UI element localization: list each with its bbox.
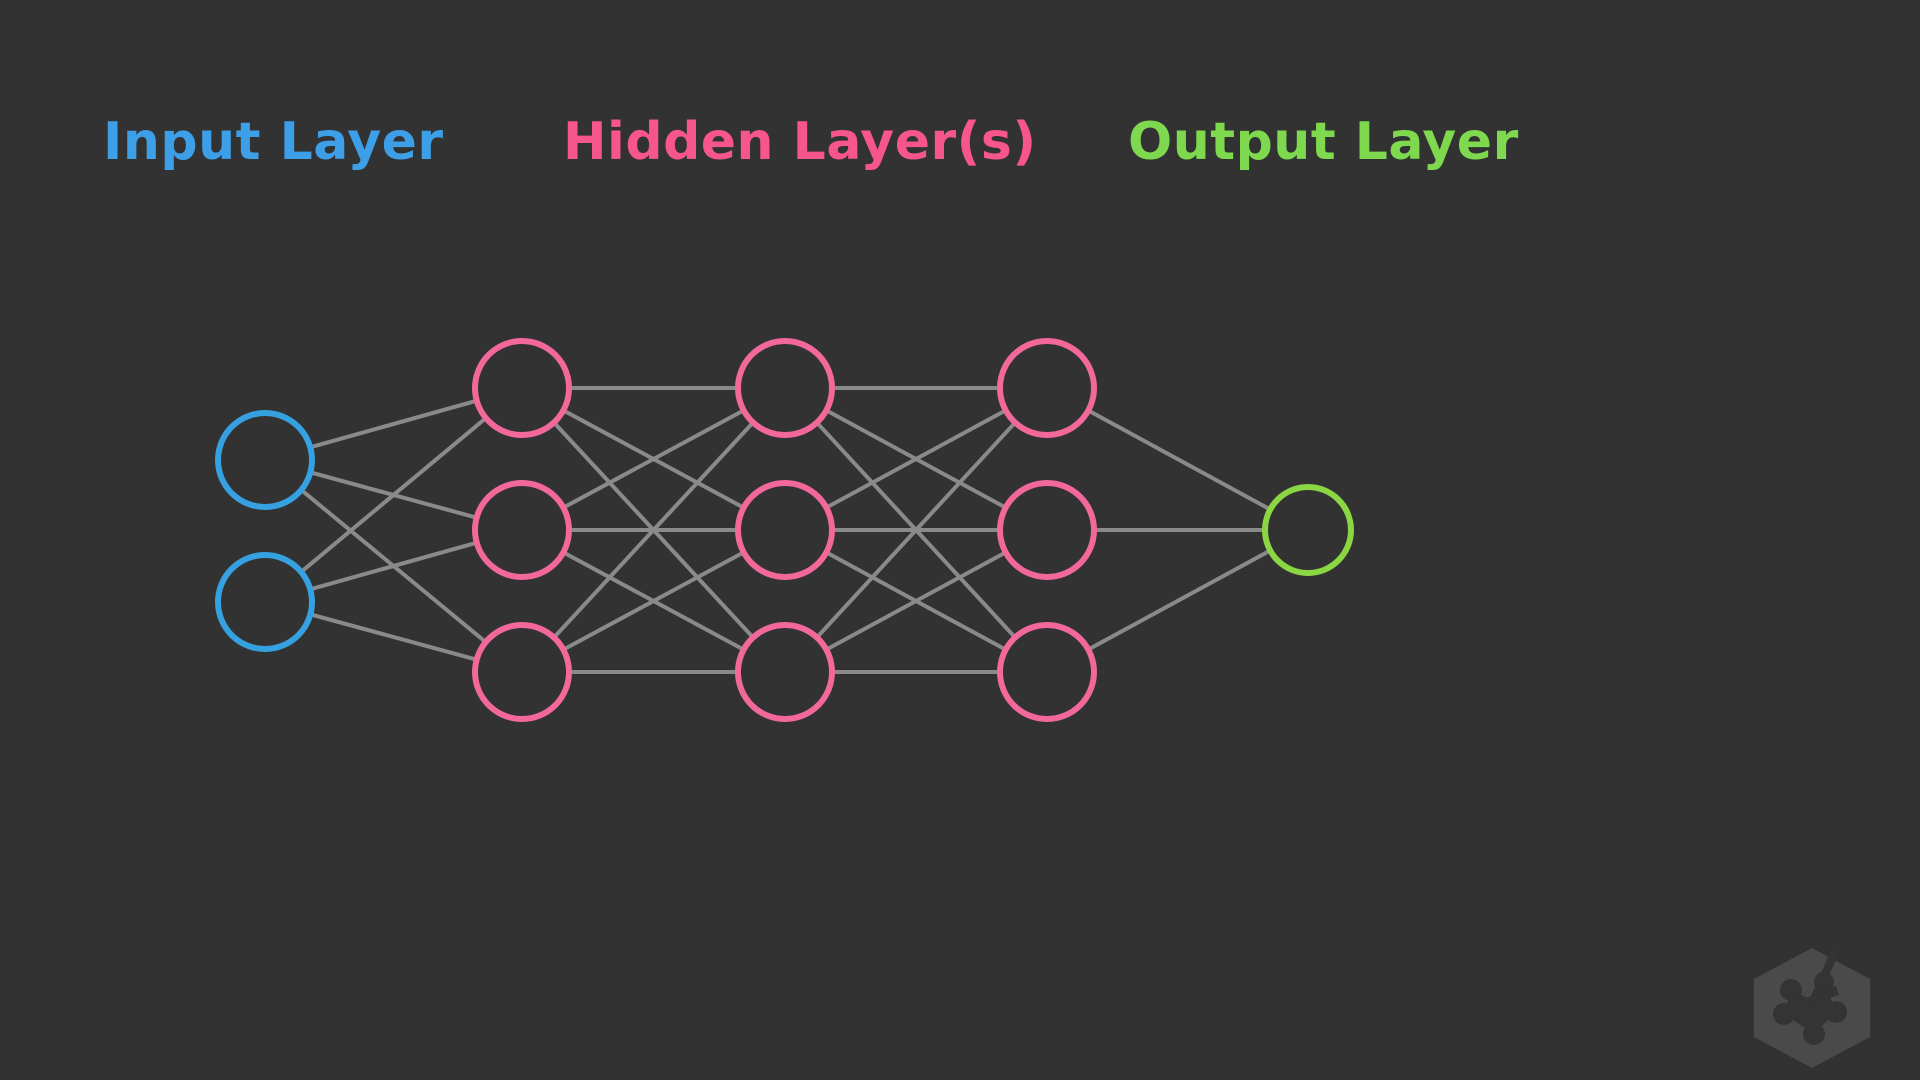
edge-l1n2-to-l2n0 — [552, 421, 755, 639]
edge-l3n0-to-l4n0 — [1087, 408, 1272, 512]
edge-l0n0-to-l1n0 — [309, 398, 478, 450]
node-hidden-1-0 — [472, 338, 572, 438]
node-hidden-1-2 — [472, 622, 572, 722]
layer-label-hidden: Hidden Layer(s) — [563, 112, 1037, 172]
node-hidden-3-0 — [997, 338, 1097, 438]
edge-l1n2-to-l2n1 — [562, 550, 745, 652]
edge-l2n1-to-l3n0 — [825, 408, 1007, 510]
edge-l0n1-to-l1n2 — [309, 612, 478, 662]
edge-l2n2-to-l3n1 — [825, 550, 1007, 652]
nodes-group — [215, 338, 1354, 722]
edges-group — [299, 386, 1272, 674]
node-hidden-2-0 — [735, 338, 835, 438]
edge-l2n2-to-l3n0 — [815, 421, 1017, 639]
node-hidden-2-1 — [735, 480, 835, 580]
edge-l3n2-to-l4n0 — [1087, 548, 1272, 652]
layer-label-input: Input Layer — [103, 112, 444, 172]
edge-l0n1-to-l1n1 — [309, 540, 478, 592]
node-output-4-0 — [1262, 484, 1354, 576]
node-hidden-2-2 — [735, 622, 835, 722]
node-input-0-1 — [215, 552, 315, 652]
layer-label-output: Output Layer — [1128, 112, 1519, 172]
node-input-0-0 — [215, 410, 315, 510]
node-hidden-3-1 — [997, 480, 1097, 580]
edge-l0n1-to-l1n0 — [299, 416, 488, 574]
node-hidden-1-1 — [472, 480, 572, 580]
node-hidden-3-2 — [997, 622, 1097, 722]
edge-l1n1-to-l2n0 — [562, 408, 745, 510]
